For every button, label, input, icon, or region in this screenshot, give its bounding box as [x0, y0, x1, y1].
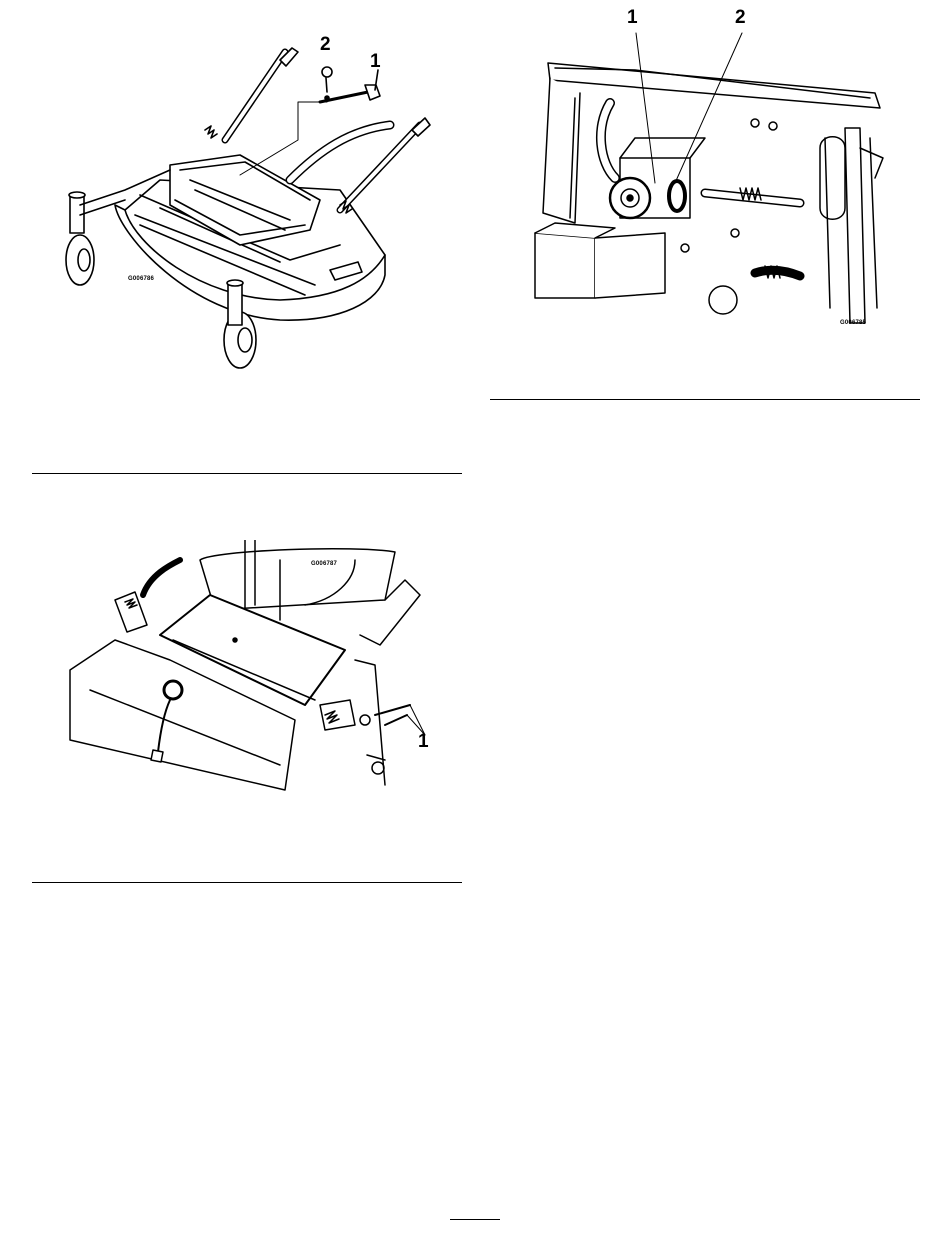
- callout-label: 1: [418, 732, 429, 751]
- graphic-id: G006785: [840, 320, 866, 326]
- deck-lift-arms-illustration: [40, 30, 460, 375]
- figure-deck-lift-arms: 2 1 G006786: [40, 30, 460, 375]
- figure-cover-plate: 1 G006787: [55, 540, 445, 795]
- callout-label: 2: [320, 35, 331, 54]
- section-rule: [32, 473, 462, 474]
- section-rule: [32, 882, 462, 883]
- graphic-id: G006787: [311, 561, 337, 567]
- section-rule: [490, 399, 920, 400]
- graphic-id: G006786: [128, 276, 154, 282]
- callout-label: 1: [627, 8, 638, 27]
- page-number: [450, 1219, 500, 1240]
- figure-pulley-detail: 1 2 G006785: [515, 8, 890, 333]
- callout-label: 1: [370, 52, 381, 71]
- callout-label: 2: [735, 8, 746, 27]
- pulley-detail-illustration: [515, 8, 890, 333]
- cover-plate-illustration: [55, 540, 445, 795]
